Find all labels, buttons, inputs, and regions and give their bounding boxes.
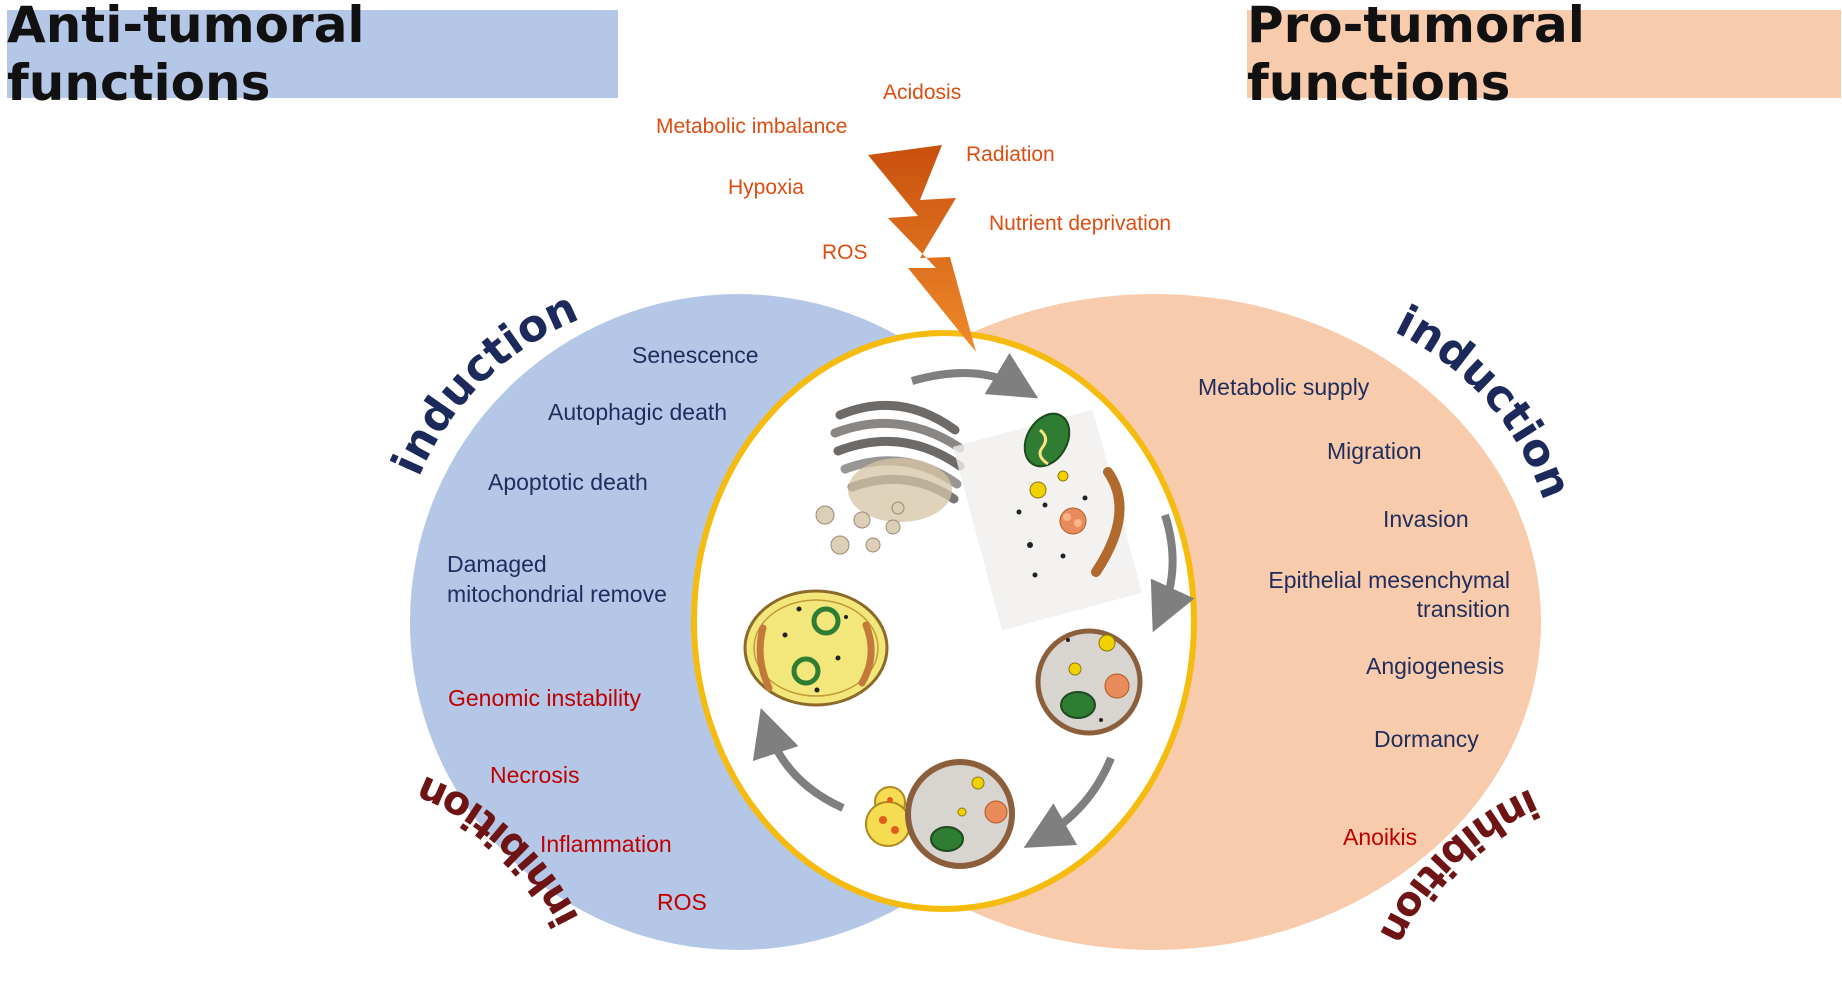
anti-item-necrosis: Necrosis bbox=[490, 762, 580, 788]
stressor-nutrient-deprivation: Nutrient deprivation bbox=[989, 212, 1172, 235]
golgi-icon bbox=[815, 400, 965, 555]
stressor-ros: ROS bbox=[822, 241, 868, 264]
anti-item-genomic-instability: Genomic instability bbox=[448, 685, 642, 711]
pro-item-dormancy: Dormancy bbox=[1374, 726, 1479, 752]
pro-tumoral-title: Pro-tumoral functions bbox=[1247, 0, 1841, 112]
anti-item-senescence: Senescence bbox=[632, 342, 759, 368]
pro-item-metabolic-supply: Metabolic supply bbox=[1198, 374, 1370, 400]
anti-item-inflammation: Inflammation bbox=[540, 831, 672, 857]
stressor-radiation: Radiation bbox=[966, 143, 1055, 166]
stressor-acidosis: Acidosis bbox=[883, 81, 962, 104]
pro-item-transition: transition bbox=[1416, 596, 1510, 622]
pro-item-angiogenesis: Angiogenesis bbox=[1366, 653, 1505, 679]
autophagosome-icon bbox=[1035, 628, 1143, 736]
anti-item-ros: ROS bbox=[657, 889, 707, 915]
autolysosome-icon bbox=[865, 759, 1015, 869]
organelle-sequestration-icon bbox=[952, 409, 1143, 631]
degradation-vesicle-icon bbox=[743, 589, 889, 707]
pro-item-anoikis: Anoikis bbox=[1343, 824, 1418, 850]
anti-item-mitochondrial-remove: mitochondrial remove bbox=[447, 581, 667, 607]
anti-item-damaged: Damaged bbox=[447, 551, 547, 577]
anti-item-apoptotic-death: Apoptotic death bbox=[488, 469, 648, 495]
stressor-hypoxia: Hypoxia bbox=[728, 176, 804, 199]
lightning-bolt-icon bbox=[868, 145, 976, 352]
stressor-metabolic-imbalance: Metabolic imbalance bbox=[656, 115, 848, 138]
pro-item-epithelial-mesenchymal: Epithelial mesenchymal bbox=[1268, 567, 1510, 593]
pro-item-invasion: Invasion bbox=[1383, 506, 1469, 532]
pro-item-migration: Migration bbox=[1327, 438, 1422, 464]
autophagy-cycle-arrows-icon bbox=[752, 352, 1195, 848]
anti-item-autophagic-death: Autophagic death bbox=[548, 399, 728, 425]
